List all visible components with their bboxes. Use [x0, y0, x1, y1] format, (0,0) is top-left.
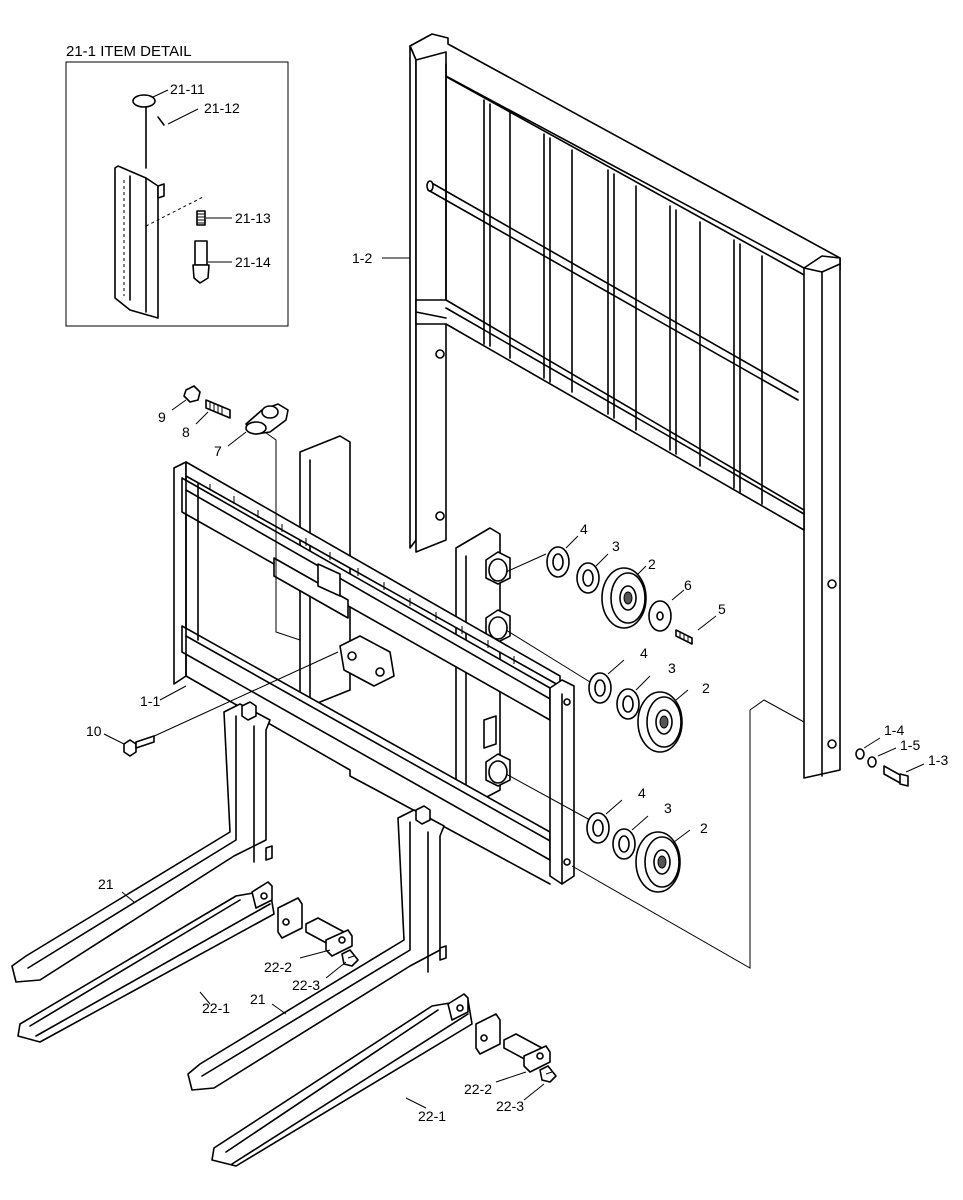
label-2: 2: [702, 680, 710, 696]
label-8: 8: [182, 424, 190, 440]
fork-right: 21: [187, 805, 447, 1091]
label-1-4: 1-4: [884, 722, 904, 738]
roller-set-2: 4 3 2: [505, 629, 710, 753]
label-22-3: 22-3: [292, 977, 320, 993]
label-21-11: 21-11: [170, 81, 205, 97]
label-21-12: 21-12: [204, 100, 240, 116]
item-detail-inset: 21-1 ITEM DETAIL 21: [65, 43, 289, 327]
detail-pin: [157, 116, 165, 126]
stopper-7: 7: [214, 403, 289, 459]
fork-extension-right: [211, 993, 501, 1167]
roller-set-3: 4 3 2: [505, 773, 708, 893]
label-5: 5: [718, 601, 726, 617]
fork-left: 21: [11, 701, 273, 983]
label-10: 10: [86, 723, 102, 739]
label-1-1: 1-1: [140, 693, 160, 709]
nut-9: 9: [158, 385, 201, 425]
label-1-5: 1-5: [900, 737, 920, 753]
label-21-13: 21-13: [235, 210, 271, 226]
pin-22-2-right: 22-2 22-3 22-1: [405, 1033, 557, 1124]
pin-22-2-left: 22-2 22-3 22-1: [199, 917, 359, 1016]
label-1-3: 1-3: [928, 752, 948, 768]
detail-title: 21-1 ITEM DETAIL: [66, 43, 192, 60]
label-4: 4: [638, 785, 646, 801]
label-7: 7: [214, 443, 222, 459]
label-21: 21: [98, 876, 114, 892]
roller-bracket: [455, 527, 511, 809]
fork-extension-left: [17, 881, 303, 1043]
load-backrest: 1-2: [352, 33, 841, 779]
detail-stopper-pin: [192, 240, 210, 284]
label-22-2: 22-2: [264, 959, 292, 975]
label-9: 9: [158, 409, 166, 425]
label-6: 6: [684, 577, 692, 593]
backrest-fasteners: 1-4 1-5 1-3: [855, 722, 948, 787]
label-22-3: 22-3: [496, 1098, 524, 1114]
assembly-line-2: [149, 651, 339, 739]
label-3: 3: [664, 800, 672, 816]
detail-knob: [132, 94, 156, 169]
label-22-1: 22-1: [418, 1108, 446, 1124]
label-3: 3: [612, 538, 620, 554]
bolt-8: 8: [182, 399, 231, 440]
label-1-2: 1-2: [352, 250, 372, 266]
detail-fork-upright: [114, 165, 165, 319]
label-3: 3: [668, 660, 676, 676]
label-4: 4: [640, 645, 648, 661]
bolt-10: 10: [86, 723, 155, 757]
assembly-line-3: [571, 699, 805, 969]
label-21-14: 21-14: [235, 254, 271, 270]
label-22-2: 22-2: [464, 1081, 492, 1097]
label-2: 2: [648, 556, 656, 572]
label-2: 2: [700, 820, 708, 836]
label-4: 4: [580, 521, 588, 537]
detail-spring: [196, 210, 206, 226]
label-22-1: 22-1: [202, 1000, 230, 1016]
fork-carriage-frame: 1-1: [140, 461, 575, 885]
assembly-line-1: [261, 429, 301, 641]
roller-set-1: 4 3 2 6 5: [505, 521, 726, 645]
label-21: 21: [250, 991, 266, 1007]
